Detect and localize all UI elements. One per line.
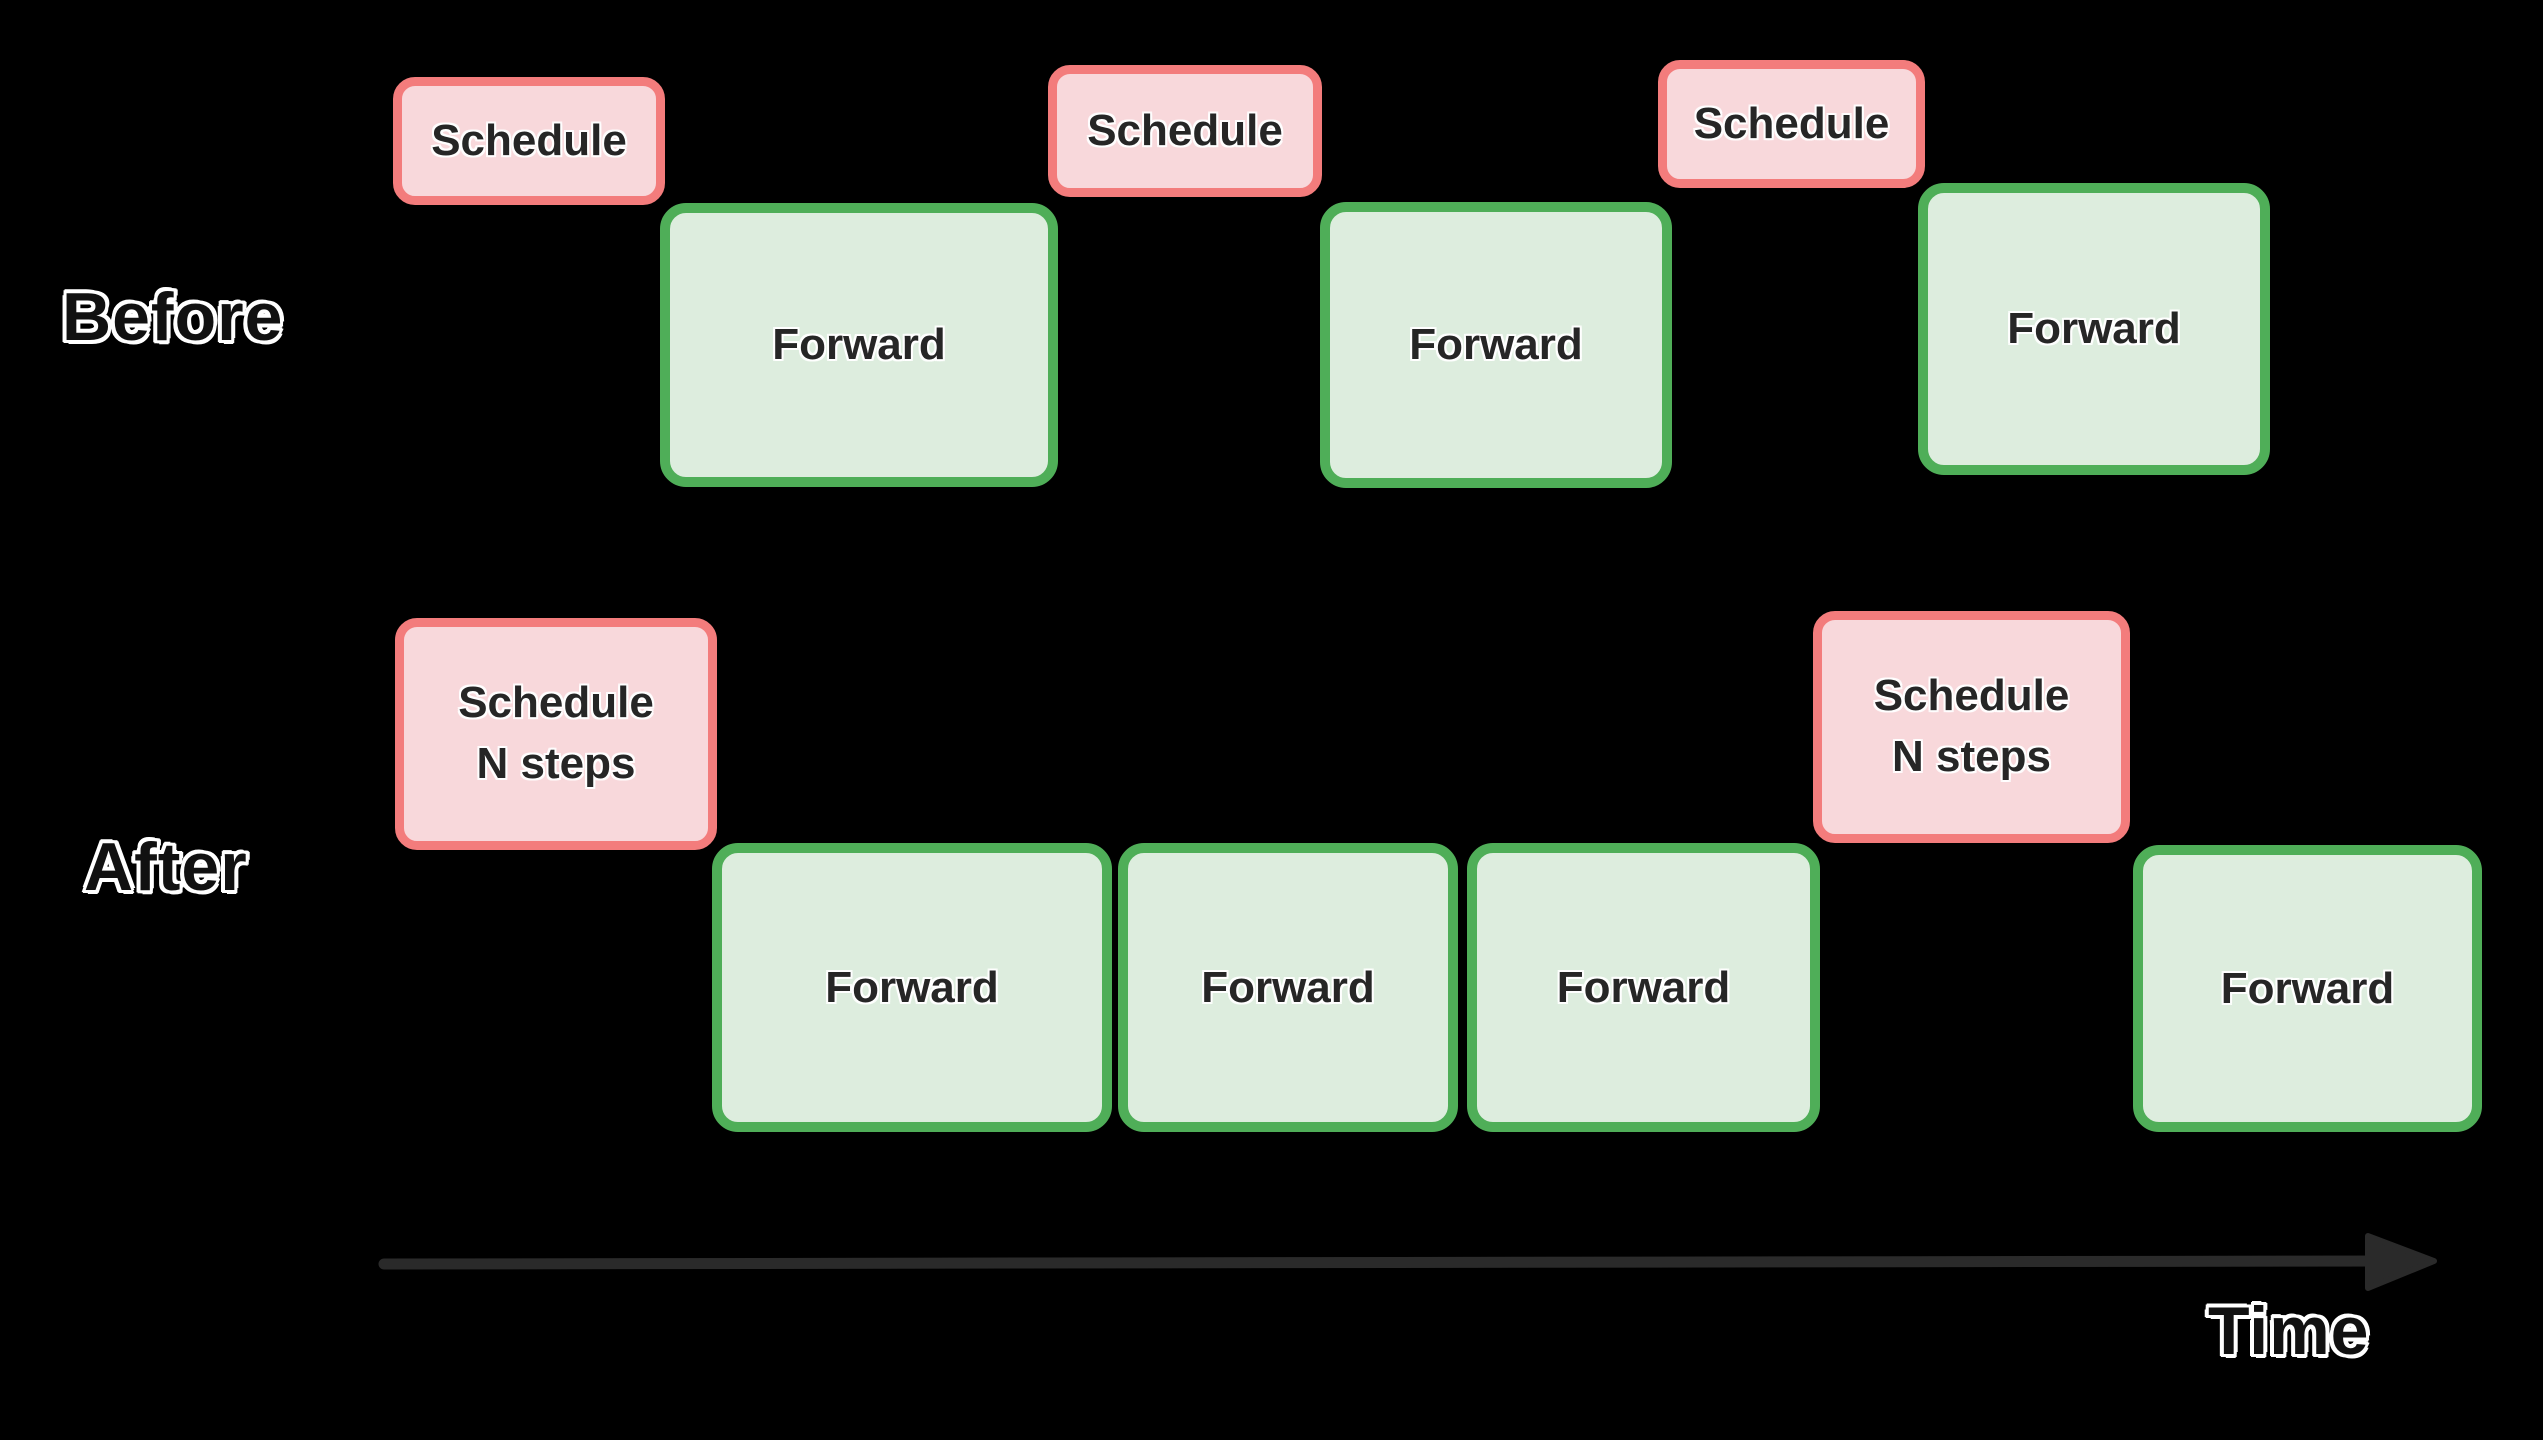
- block-label: Forward: [1201, 962, 1375, 1012]
- before-schedule-block-2: Schedule: [1048, 65, 1322, 197]
- block-label: Forward: [825, 962, 999, 1012]
- block-label: Forward: [1409, 320, 1583, 369]
- block-label: Forward: [772, 320, 946, 369]
- after-forward-block-4: Forward: [2133, 845, 2482, 1132]
- block-label-line2: N steps: [1892, 732, 2051, 781]
- block-label-line1: Schedule: [458, 678, 654, 728]
- after-row-label: After: [84, 829, 248, 905]
- before-forward-block-2: Forward: [1320, 202, 1672, 488]
- block-label: Schedule: [1693, 99, 1890, 148]
- before-schedule-block-1: Schedule: [393, 77, 665, 205]
- block-label-line2: N steps: [476, 739, 636, 788]
- block-label: Schedule: [431, 116, 627, 165]
- block-label: Forward: [1556, 962, 1731, 1012]
- block-label: Forward: [2220, 963, 2395, 1013]
- block-label: Forward: [2007, 304, 2181, 353]
- after-forward-block-2: Forward: [1118, 843, 1458, 1132]
- after-schedule-n-steps-block-1: Schedule N steps: [395, 618, 717, 850]
- before-schedule-block-3: Schedule: [1658, 60, 1925, 188]
- time-axis-arrow: [378, 1233, 2437, 1291]
- before-forward-block-3: Forward: [1918, 183, 2270, 475]
- before-row-label: Before: [62, 279, 284, 355]
- before-forward-block-1: Forward: [660, 203, 1058, 487]
- time-axis-label: Time: [2208, 1293, 2370, 1369]
- block-label: Schedule: [1087, 106, 1283, 155]
- block-label-line1: Schedule: [1873, 671, 2070, 721]
- after-forward-block-1: Forward: [712, 843, 1112, 1132]
- after-forward-block-3: Forward: [1467, 843, 1820, 1132]
- after-schedule-n-steps-block-2: Schedule N steps: [1813, 611, 2130, 843]
